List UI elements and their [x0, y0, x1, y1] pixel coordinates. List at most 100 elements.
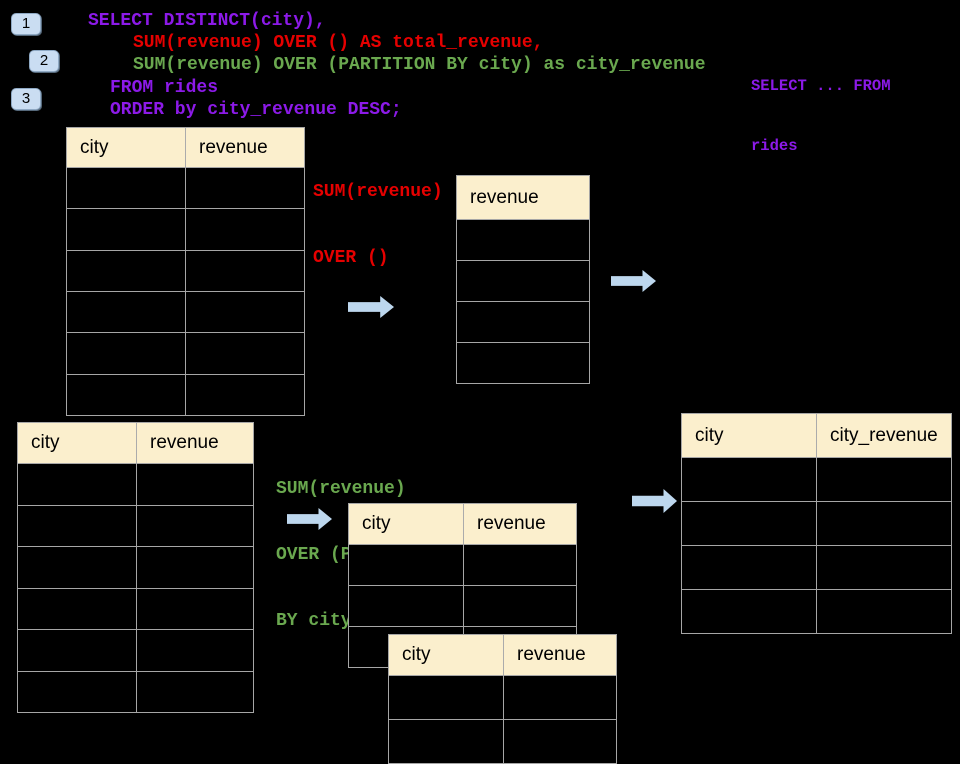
column-header-city: city	[402, 644, 431, 665]
table-cell	[682, 502, 816, 545]
side-note-line-1: SELECT ... FROM	[751, 77, 891, 95]
table-row	[349, 544, 576, 585]
table-row	[682, 545, 951, 589]
right-arrow-icon	[611, 270, 656, 292]
sql-line-select: SELECT DISTINCT(city),	[88, 11, 326, 31]
column-header-revenue: revenue	[463, 504, 576, 544]
table-header-row: city city_revenue	[682, 414, 951, 457]
table-cell	[457, 343, 589, 383]
table-cell	[457, 261, 589, 301]
table-cell	[816, 546, 951, 589]
table-header-row: city revenue	[67, 128, 304, 167]
table-cell	[136, 505, 253, 546]
table-row	[67, 332, 304, 374]
side-note-line-2: rides	[751, 137, 798, 155]
step-badge-2: 2	[29, 50, 59, 72]
table-cell	[457, 220, 589, 260]
table-cell	[816, 502, 951, 545]
select-from-rides-note: SELECT ... FROM rides	[751, 36, 891, 176]
column-header-revenue: revenue	[185, 128, 304, 167]
table-header-row: revenue	[457, 176, 589, 219]
table-partition-b: city revenue	[388, 634, 617, 764]
column-header-city: city	[695, 424, 724, 446]
table-cell	[136, 547, 253, 588]
table-cell	[18, 630, 136, 671]
annotation-line: SUM(revenue)	[276, 479, 406, 499]
table-cell	[185, 250, 304, 291]
table-row	[18, 546, 253, 588]
table-cell	[67, 292, 185, 332]
table-row	[18, 587, 253, 630]
table-row	[682, 457, 951, 501]
table-cell	[185, 333, 304, 374]
table-row	[457, 260, 589, 301]
table-row	[18, 670, 253, 713]
table-cell	[67, 251, 185, 291]
step-badge-3: 3	[11, 88, 41, 110]
table-cell	[18, 464, 136, 505]
table-cell	[682, 546, 816, 589]
table-cell	[18, 506, 136, 547]
table-cell	[185, 168, 304, 209]
table-row	[67, 373, 304, 415]
table-total-revenue-result: revenue	[456, 175, 590, 384]
table-cell	[816, 590, 951, 633]
table-row	[18, 463, 253, 505]
table-header-row: city revenue	[349, 504, 576, 544]
table-source-top: city revenue	[66, 127, 305, 416]
table-source-bottom: city revenue	[17, 422, 254, 713]
total-revenue-annotation: SUM(revenue) OVER ()	[313, 137, 443, 291]
column-header-revenue: revenue	[136, 423, 253, 463]
column-header-city: city	[80, 136, 109, 158]
table-cell	[503, 676, 616, 719]
table-row	[18, 504, 253, 547]
column-header-revenue: revenue	[470, 186, 539, 208]
step-badge-1: 1	[11, 13, 41, 35]
column-header-city: city	[31, 432, 60, 453]
sql-line-total-revenue: SUM(revenue) OVER () AS total_revenue,	[133, 33, 544, 53]
table-cell	[18, 589, 136, 630]
table-cell	[185, 291, 304, 333]
table-cell	[389, 676, 503, 719]
column-header-city: city	[362, 513, 391, 534]
table-cell	[18, 672, 136, 713]
table-row	[67, 167, 304, 209]
table-cell	[349, 545, 463, 585]
table-cell	[136, 464, 253, 505]
table-cell	[136, 588, 253, 629]
table-row	[389, 675, 616, 719]
table-row	[457, 301, 589, 342]
table-row	[349, 585, 576, 626]
sql-line-city-revenue: SUM(revenue) OVER (PARTITION BY city) as…	[133, 55, 706, 75]
table-header-row: city revenue	[389, 635, 616, 675]
table-cell	[67, 209, 185, 249]
table-cell	[185, 209, 304, 250]
table-row	[389, 719, 616, 763]
column-header-revenue: revenue	[503, 635, 616, 675]
sql-line-order-by: ORDER by city_revenue DESC;	[110, 100, 402, 120]
column-header-city-revenue: city_revenue	[816, 414, 951, 457]
table-row	[67, 290, 304, 333]
table-cell	[816, 458, 951, 501]
table-cell	[389, 720, 503, 763]
table-header-row: city revenue	[18, 423, 253, 463]
table-cell	[463, 545, 576, 585]
right-arrow-icon	[348, 296, 394, 318]
annotation-line: SUM(revenue)	[313, 182, 443, 202]
table-cell	[18, 547, 136, 588]
table-row	[457, 219, 589, 260]
table-row	[682, 501, 951, 545]
sql-line-from: FROM rides	[110, 78, 219, 98]
table-cell	[463, 586, 576, 626]
table-cell	[136, 630, 253, 671]
right-arrow-icon	[632, 489, 677, 513]
table-cell	[67, 375, 185, 415]
annotation-line: OVER ()	[313, 248, 389, 268]
table-cell	[185, 374, 304, 415]
table-row	[682, 589, 951, 633]
table-row	[457, 342, 589, 383]
table-row	[67, 208, 304, 250]
table-cell	[136, 671, 253, 712]
table-cell	[503, 720, 616, 763]
table-cell	[682, 590, 816, 633]
